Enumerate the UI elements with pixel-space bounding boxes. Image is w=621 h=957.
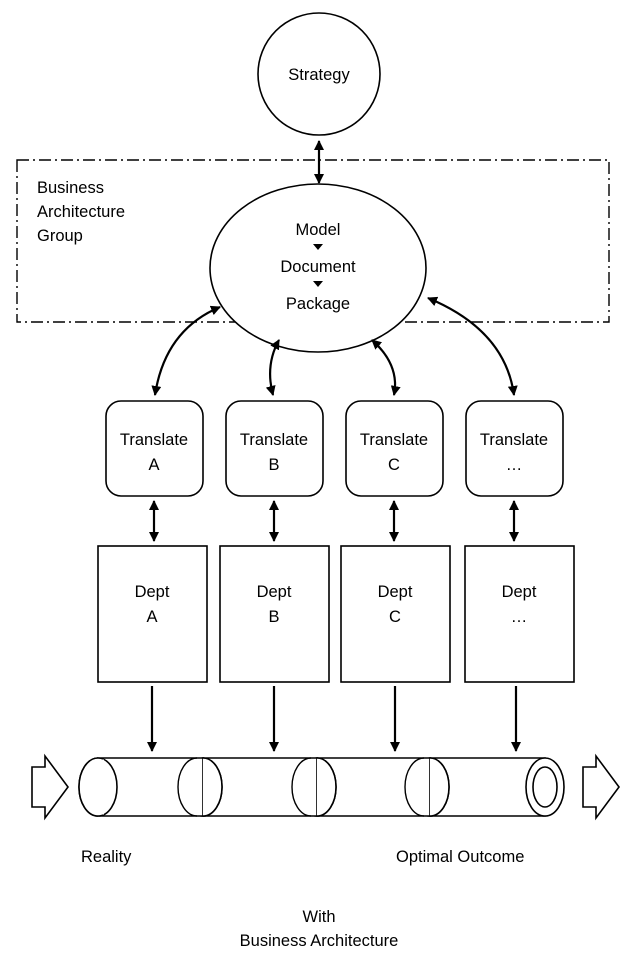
dept-box-c [340,545,451,683]
dept-b-sub: B [268,608,279,626]
group-label-line-1: Business [37,179,104,197]
translate-b-label: Translate [240,431,308,449]
dept-box-b [219,545,330,683]
translate-n-sub: … [506,456,523,474]
step-package-label: Package [286,295,350,313]
translate-a-sub: A [148,456,159,474]
ellipse-translate-a-arrow [151,305,221,396]
process-ellipse [209,183,427,353]
output-block-arrow-icon [582,753,620,821]
dept-n-sub: … [511,608,528,626]
input-block-arrow-icon [31,753,69,821]
ellipse-translate-b-arrow [265,339,280,396]
ellipse-translate-c-arrow [371,339,401,396]
dept-b-label: Dept [257,583,292,601]
translate-c-label: Translate [360,431,428,449]
dept-c-label: Dept [378,583,413,601]
step-arrow-icon [313,281,323,287]
step-model-label: Model [296,221,341,239]
translate-n-label: Translate [480,431,548,449]
group-label-line-2: Architecture [37,203,125,221]
translate-box-c [345,400,444,497]
pipeline-opening [532,766,558,808]
translate-box-b [225,400,324,497]
dept-c-sub: C [389,608,401,626]
translate-box-a [105,400,204,497]
translate-c-sub: C [388,456,400,474]
group-label-line-3: Group [37,227,83,245]
translate-b-sub: B [268,456,279,474]
translate-a-label: Translate [120,431,188,449]
dept-a-label: Dept [135,583,170,601]
ellipse-translate-n-arrow [427,296,518,396]
caption-line-1: With [303,908,336,926]
strategy-circle [257,12,381,136]
step-arrow-icon [313,244,323,250]
reality-label: Reality [81,848,132,866]
strategy-label: Strategy [288,66,350,84]
dept-n-label: Dept [502,583,537,601]
pipeline [78,757,565,817]
translate-box-n [465,400,564,497]
step-document-label: Document [280,258,356,276]
optimal-outcome-label: Optimal Outcome [396,848,524,866]
dept-box-n [464,545,575,683]
dept-a-sub: A [146,608,157,626]
dept-box-a [97,545,208,683]
caption-line-2: Business Architecture [240,932,399,950]
